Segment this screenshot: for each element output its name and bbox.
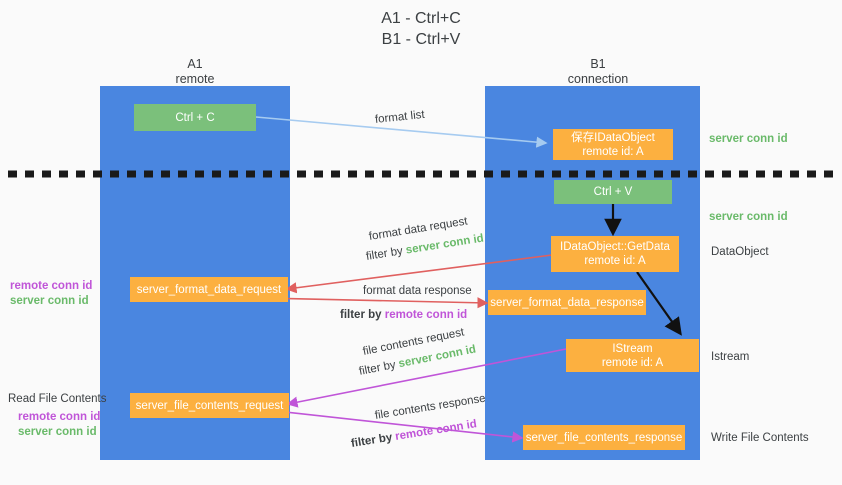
left-label-remote-conn-id-1: remote conn id: [10, 280, 93, 292]
column-a1-name: A1: [187, 57, 203, 71]
box-server-format-data-request-label: server_format_data_request: [136, 283, 282, 296]
column-b1-sub: connection: [567, 72, 629, 86]
box-save-idataobject-line1: 保存IDataObject: [571, 131, 655, 144]
title-line-2: B1 - Ctrl+V: [381, 31, 461, 48]
filter-by-text-1: filter by: [365, 244, 407, 263]
box-getdata[interactable]: IDataObject::GetData remote id: A: [551, 236, 679, 272]
box-istream[interactable]: IStream remote id: A: [566, 339, 699, 372]
left-label-server-conn-id-2: server conn id: [18, 426, 97, 438]
box-save-idataobject-line2: remote id: A: [582, 145, 644, 158]
box-istream-line1: IStream: [612, 342, 653, 355]
right-label-dataobject: DataObject: [711, 246, 769, 258]
right-label-write-file-contents: Write File Contents: [711, 432, 809, 444]
box-server-file-contents-response[interactable]: server_file_contents_response: [523, 425, 685, 450]
right-label-server-conn-id-top: server conn id: [709, 133, 788, 145]
box-server-file-contents-request[interactable]: server_file_contents_request: [130, 393, 289, 418]
title-line-1: A1 - Ctrl+C: [381, 10, 461, 27]
filter-by-text-3: filter by: [358, 358, 400, 378]
column-a1-sub: remote: [175, 72, 215, 86]
edge-filter-file-contents-response: filter by remote conn id: [350, 414, 478, 452]
box-save-idataobject[interactable]: 保存IDataObject remote id: A: [553, 129, 673, 160]
left-label-remote-conn-id-2: remote conn id: [18, 411, 101, 423]
remote-conn-id-tag-1: remote conn id: [384, 309, 468, 321]
box-server-file-contents-request-label: server_file_contents_request: [135, 399, 284, 412]
right-label-istream: Istream: [711, 351, 750, 363]
diagram-title: A1 - Ctrl+C B1 - Ctrl+V: [0, 8, 842, 50]
box-server-format-data-response[interactable]: server_format_data_response: [488, 290, 646, 315]
box-ctrl-c[interactable]: Ctrl + C: [134, 104, 256, 131]
remote-conn-id-tag-2: remote conn id: [394, 418, 478, 443]
column-caption-b1: B1 connection: [518, 57, 678, 87]
box-ctrl-v-label: Ctrl + V: [593, 186, 633, 198]
box-getdata-line1: IDataObject::GetData: [560, 241, 670, 253]
left-label-read-file-contents: Read File Contents: [8, 393, 107, 405]
column-caption-a1: A1 remote: [115, 57, 275, 87]
filter-by-text-4: filter by: [350, 431, 397, 450]
box-ctrl-c-label: Ctrl + C: [175, 111, 215, 124]
box-server-file-contents-response-label: server_file_contents_response: [525, 431, 683, 444]
box-istream-line2: remote id: A: [601, 356, 664, 369]
left-label-server-conn-id-1: server conn id: [10, 295, 89, 307]
edge-label-format-data-response: format data response: [363, 285, 472, 297]
edge-label-format-list: format list: [374, 108, 426, 126]
column-b1-name: B1: [590, 57, 606, 71]
box-server-format-data-request[interactable]: server_format_data_request: [130, 277, 288, 302]
box-ctrl-v[interactable]: Ctrl + V: [554, 180, 672, 204]
right-label-server-conn-id-mid: server conn id: [709, 211, 788, 223]
box-getdata-line2: remote id: A: [584, 255, 646, 267]
box-server-format-data-response-label: server_format_data_response: [490, 296, 644, 309]
edge-filter-format-data-response: filter by remote conn id: [340, 305, 467, 323]
filter-by-text-2: filter by: [340, 309, 385, 321]
